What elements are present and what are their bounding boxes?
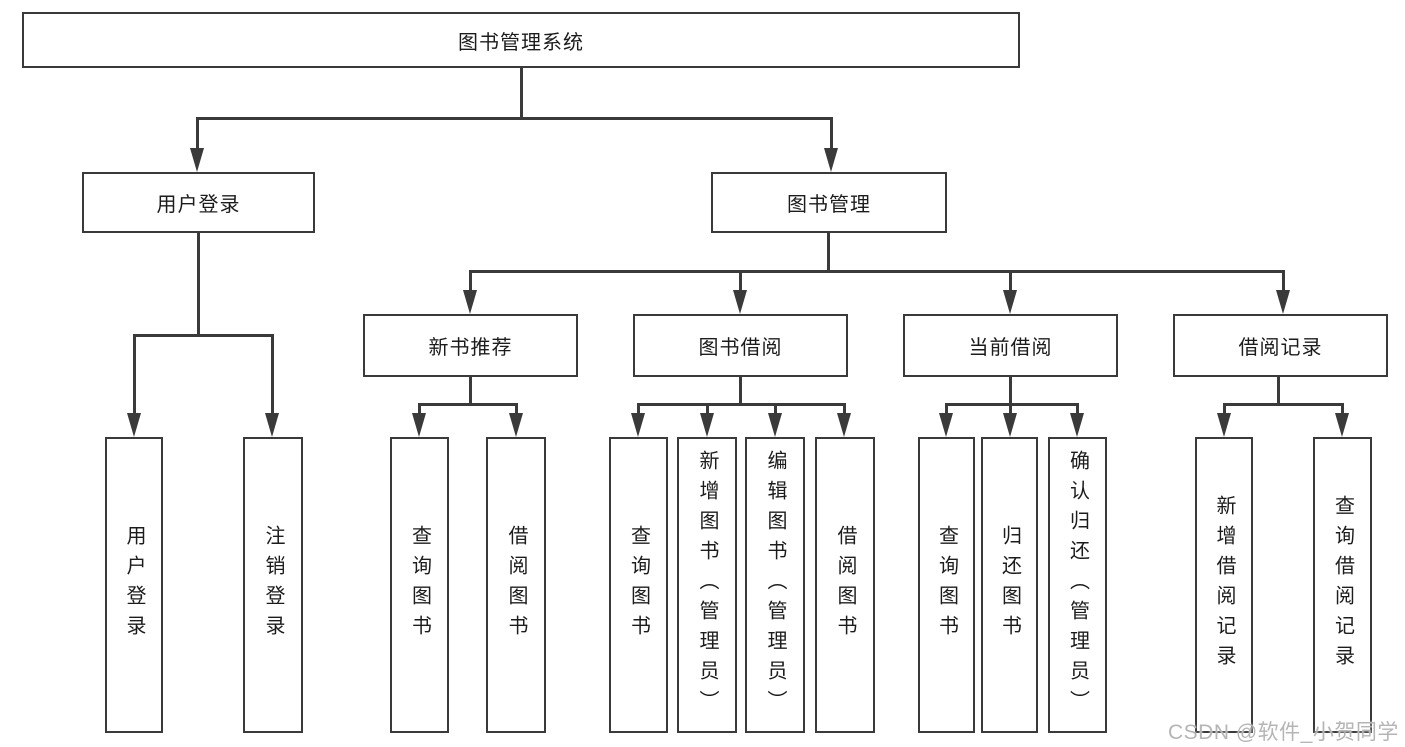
node-user-login: 用户登录	[82, 172, 315, 233]
leaf-edit-books-admin: 编辑图书（管理员）	[745, 437, 805, 733]
connector-arrow	[265, 413, 279, 437]
leaf-borrow-books-2: 借阅图书	[815, 437, 875, 733]
connector-line	[1223, 403, 1343, 406]
node-book-management-label: 图书管理	[787, 194, 871, 216]
connector-arrow	[1070, 413, 1084, 437]
connector-arrow	[939, 413, 953, 437]
connector-arrow	[412, 413, 426, 437]
connector-line	[827, 233, 830, 273]
connector-line	[1282, 270, 1285, 293]
leaf-label: 编辑图书（管理员）	[764, 450, 786, 720]
connector-line	[1277, 377, 1280, 406]
node-root: 图书管理系统	[22, 12, 1020, 68]
connector-arrow	[700, 413, 714, 437]
connector-arrow	[127, 413, 141, 437]
connector-arrow	[1003, 290, 1017, 314]
connector-line	[196, 117, 833, 120]
leaf-logout: 注销登录	[243, 437, 303, 733]
connector-line	[515, 403, 518, 417]
connector-line	[1341, 403, 1344, 417]
node-book-borrow: 图书借阅	[633, 314, 848, 377]
node-current-borrow-label: 当前借阅	[968, 337, 1053, 359]
connector-line	[637, 403, 640, 417]
leaf-confirm-return-admin: 确认归还（管理员）	[1048, 437, 1107, 733]
connector-line	[706, 403, 709, 417]
connector-line	[197, 233, 200, 336]
leaf-label: 查询图书	[935, 525, 958, 645]
connector-arrow	[463, 290, 477, 314]
connector-line	[843, 403, 846, 417]
node-book-borrow-label: 图书借阅	[698, 337, 783, 359]
connector-line	[945, 403, 948, 417]
connector-line	[469, 377, 472, 406]
connector-line	[520, 68, 523, 119]
node-root-label: 图书管理系统	[458, 31, 584, 54]
connector-line	[830, 117, 833, 152]
leaf-label: 确认归还（管理员）	[1066, 450, 1089, 720]
leaf-query-books-3: 查询图书	[918, 437, 975, 733]
connector-arrow	[1003, 413, 1017, 437]
node-new-book-recommend-label: 新书推荐	[428, 337, 513, 359]
leaf-query-books-1: 查询图书	[390, 437, 449, 733]
leaf-borrow-books-1: 借阅图书	[486, 437, 546, 733]
connector-line	[1009, 377, 1012, 406]
connector-arrow	[768, 413, 782, 437]
connector-arrow	[509, 413, 523, 437]
leaf-user-login: 用户登录	[105, 437, 163, 733]
connector-line	[133, 334, 274, 337]
leaf-label: 归还图书	[998, 525, 1021, 645]
connector-line	[739, 270, 742, 293]
connector-arrow	[733, 290, 747, 314]
connector-line	[774, 403, 777, 417]
leaf-label: 查询图书	[408, 525, 431, 645]
leaf-label: 新增借阅记录	[1213, 495, 1235, 675]
connector-line	[469, 270, 472, 293]
connector-line	[637, 403, 846, 406]
leaf-label: 新增图书（管理员）	[696, 450, 718, 720]
connector-line	[133, 334, 136, 416]
connector-arrow	[1276, 290, 1290, 314]
leaf-label: 用户登录	[123, 525, 145, 645]
leaf-query-borrow-record: 查询借阅记录	[1313, 437, 1372, 733]
connector-arrow	[1217, 413, 1231, 437]
node-borrow-records-label: 借阅记录	[1238, 337, 1323, 359]
connector-line	[1223, 403, 1226, 417]
connector-line	[1009, 403, 1012, 417]
leaf-query-books-2: 查询图书	[609, 437, 668, 733]
leaf-return-books: 归还图书	[981, 437, 1038, 733]
connector-arrow	[190, 148, 204, 172]
connector-line	[418, 403, 421, 417]
connector-arrow	[631, 413, 645, 437]
connector-line	[196, 117, 199, 152]
connector-arrow	[837, 413, 851, 437]
node-book-management: 图书管理	[711, 172, 947, 233]
leaf-label: 借阅图书	[834, 525, 856, 645]
connector-arrow	[824, 148, 838, 172]
connector-line	[271, 334, 274, 416]
node-borrow-records: 借阅记录	[1173, 314, 1388, 377]
connector-arrow	[1335, 413, 1349, 437]
leaf-add-books-admin: 新增图书（管理员）	[677, 437, 737, 733]
node-user-login-label: 用户登录	[156, 194, 241, 216]
leaf-label: 查询借阅记录	[1331, 495, 1354, 675]
node-new-book-recommend: 新书推荐	[363, 314, 578, 377]
node-current-borrow: 当前借阅	[903, 314, 1118, 377]
leaf-add-borrow-record: 新增借阅记录	[1195, 437, 1253, 733]
connector-line	[469, 270, 1285, 273]
connector-line	[1076, 403, 1079, 417]
csdn-watermark: CSDN @软件_小贺同学	[1168, 721, 1399, 744]
leaf-label: 查询图书	[627, 525, 650, 645]
connector-line	[739, 377, 742, 406]
connector-line	[1009, 270, 1012, 293]
connector-line	[418, 403, 518, 406]
leaf-label: 注销登录	[262, 525, 284, 645]
leaf-label: 借阅图书	[505, 525, 527, 645]
